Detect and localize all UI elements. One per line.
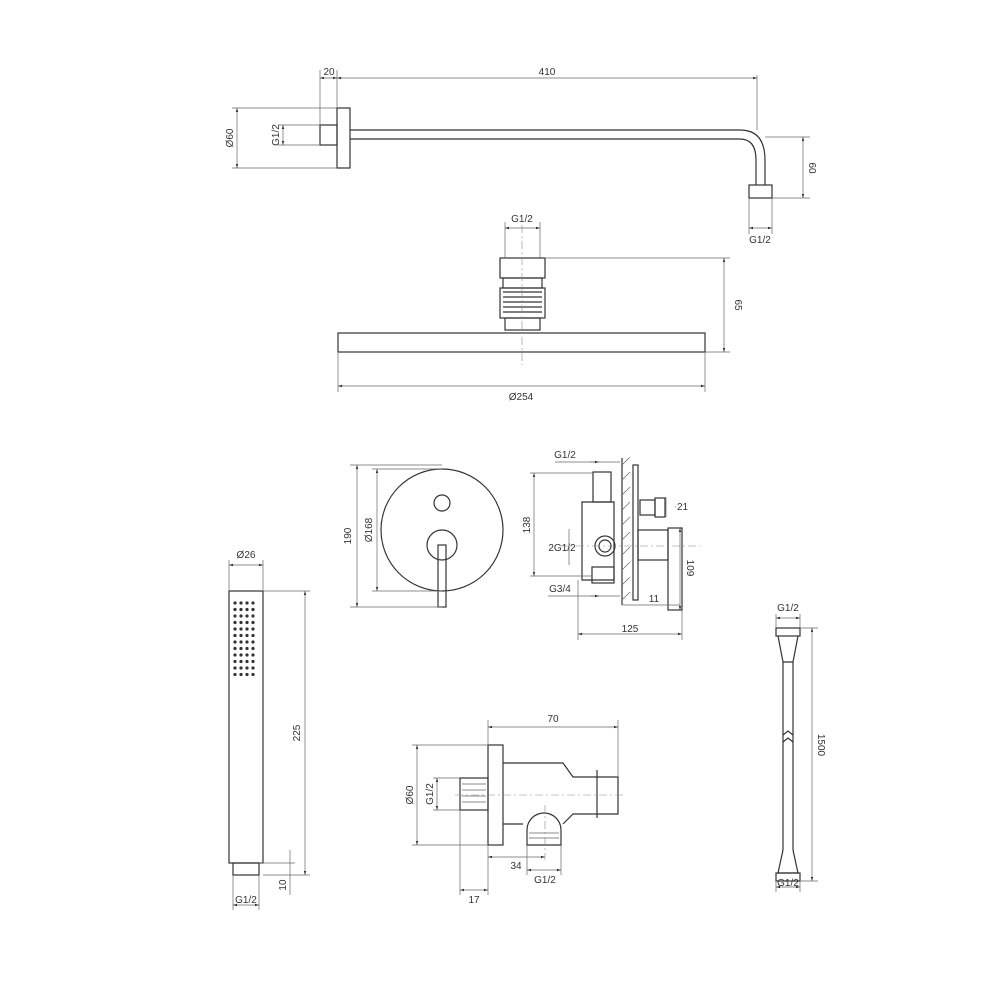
nozzle-dot — [233, 633, 237, 638]
plate-height: 190 — [343, 527, 354, 544]
mixer-plate: 190 Ø168 — [343, 464, 504, 608]
body-handle-height: 109 — [684, 560, 695, 577]
nozzle-dot — [239, 620, 243, 625]
nozzle-dot — [239, 633, 243, 638]
plate-diameter: Ø168 — [364, 517, 375, 542]
hand-shower-length: 225 — [292, 724, 303, 741]
body-side-threads: 2G1/2 — [548, 543, 576, 554]
head-thread: G1/2 — [511, 214, 533, 225]
arm-outlet-thread: G1/2 — [749, 235, 771, 246]
nozzle-dot — [251, 659, 255, 664]
nozzle-dot — [233, 672, 237, 677]
nozzle-dot — [239, 601, 243, 605]
hose-bottom-thread: G1/2 — [777, 878, 799, 889]
nozzle-dot — [251, 653, 255, 657]
nozzle-dot — [251, 666, 255, 670]
shower-hose: G1/2 1500 G1/2 — [775, 603, 826, 892]
nozzle-dot — [239, 607, 243, 612]
nozzle-dot — [251, 633, 255, 638]
shower-arm: 20 410 Ø60 G1/2 60 G1/2 — [225, 67, 817, 246]
body-top-thread: G1/2 — [554, 450, 576, 461]
nozzle-dot — [245, 601, 249, 605]
nozzle-dot — [251, 620, 255, 625]
nozzle-dot — [233, 607, 237, 612]
nozzle-dot — [233, 646, 237, 651]
hand-shower-thread: G1/2 — [235, 895, 257, 906]
nozzle-dot — [245, 633, 249, 638]
nozzle-dot — [251, 607, 255, 612]
nozzle-dot — [245, 666, 249, 670]
nozzle-dot — [251, 646, 255, 651]
nozzle-dot — [239, 614, 243, 618]
arm-inlet-thread: G1/2 — [271, 124, 282, 146]
nozzle-dot — [239, 627, 243, 631]
head-height: 65 — [732, 299, 743, 311]
nozzle-dot — [239, 653, 243, 657]
body-depth: 125 — [622, 624, 639, 635]
nozzle-dot — [233, 659, 237, 664]
nozzle-dot — [239, 646, 243, 651]
hand-shower-thread-length: 10 — [278, 879, 289, 891]
hand-shower-diameter: Ø26 — [237, 550, 256, 561]
nozzle-dot — [233, 666, 237, 670]
nozzle-dot — [245, 607, 249, 612]
nozzle-dot — [245, 614, 249, 618]
body-bottom-thread: G3/4 — [549, 584, 571, 595]
arm-flange-diameter: Ø60 — [225, 128, 236, 147]
nozzle-dot — [233, 614, 237, 618]
nozzle-dot — [233, 601, 237, 605]
hand-shower: Ø26 225 10 G1/2 — [228, 550, 310, 910]
outlet-diameter: Ø60 — [405, 785, 416, 804]
outlet-length: 70 — [547, 714, 559, 725]
body-plate-offset: 11 — [649, 594, 660, 605]
nozzle-dot — [251, 672, 255, 677]
nozzle-dot — [233, 627, 237, 631]
shower-head: G1/2 65 Ø254 — [337, 214, 743, 403]
nozzle-dot — [245, 627, 249, 631]
hose-length: 1500 — [815, 734, 826, 757]
outlet-offset: 34 — [510, 861, 522, 872]
nozzle-dot — [233, 640, 237, 644]
nozzle-dot — [251, 614, 255, 618]
mixer-body: G1/2 21 138 2G1/2 109 G3/4 11 125 — [522, 450, 700, 640]
nozzle-dot — [239, 666, 243, 670]
head-diameter: Ø254 — [509, 392, 534, 403]
outlet-flange: 17 — [468, 895, 480, 906]
nozzle-dot — [245, 672, 249, 677]
nozzle-dot — [245, 640, 249, 644]
wall-outlet: 70 Ø60 G1/2 34 G1/2 17 — [405, 714, 625, 906]
body-connector-dim: 21 — [677, 502, 689, 513]
arm-length-dim: 410 — [539, 67, 556, 78]
nozzle-dot — [239, 640, 243, 644]
hose-top-thread: G1/2 — [777, 603, 799, 614]
nozzle-dot — [251, 640, 255, 644]
nozzle-dot — [251, 601, 255, 605]
nozzle-dot — [239, 672, 243, 677]
arm-drop-dim: 60 — [806, 162, 817, 174]
nozzle-dot — [245, 646, 249, 651]
arm-flange-dim: 20 — [323, 67, 335, 78]
nozzle-dot — [233, 620, 237, 625]
nozzle-dot — [251, 627, 255, 631]
outlet-inlet-thread: G1/2 — [425, 783, 436, 805]
nozzle-dot — [245, 659, 249, 664]
outlet-thread: G1/2 — [534, 875, 556, 886]
nozzle-dot — [245, 653, 249, 657]
nozzle-dot — [239, 659, 243, 664]
nozzle-dot — [245, 620, 249, 625]
body-height: 138 — [522, 516, 533, 533]
nozzle-dot — [233, 653, 237, 657]
